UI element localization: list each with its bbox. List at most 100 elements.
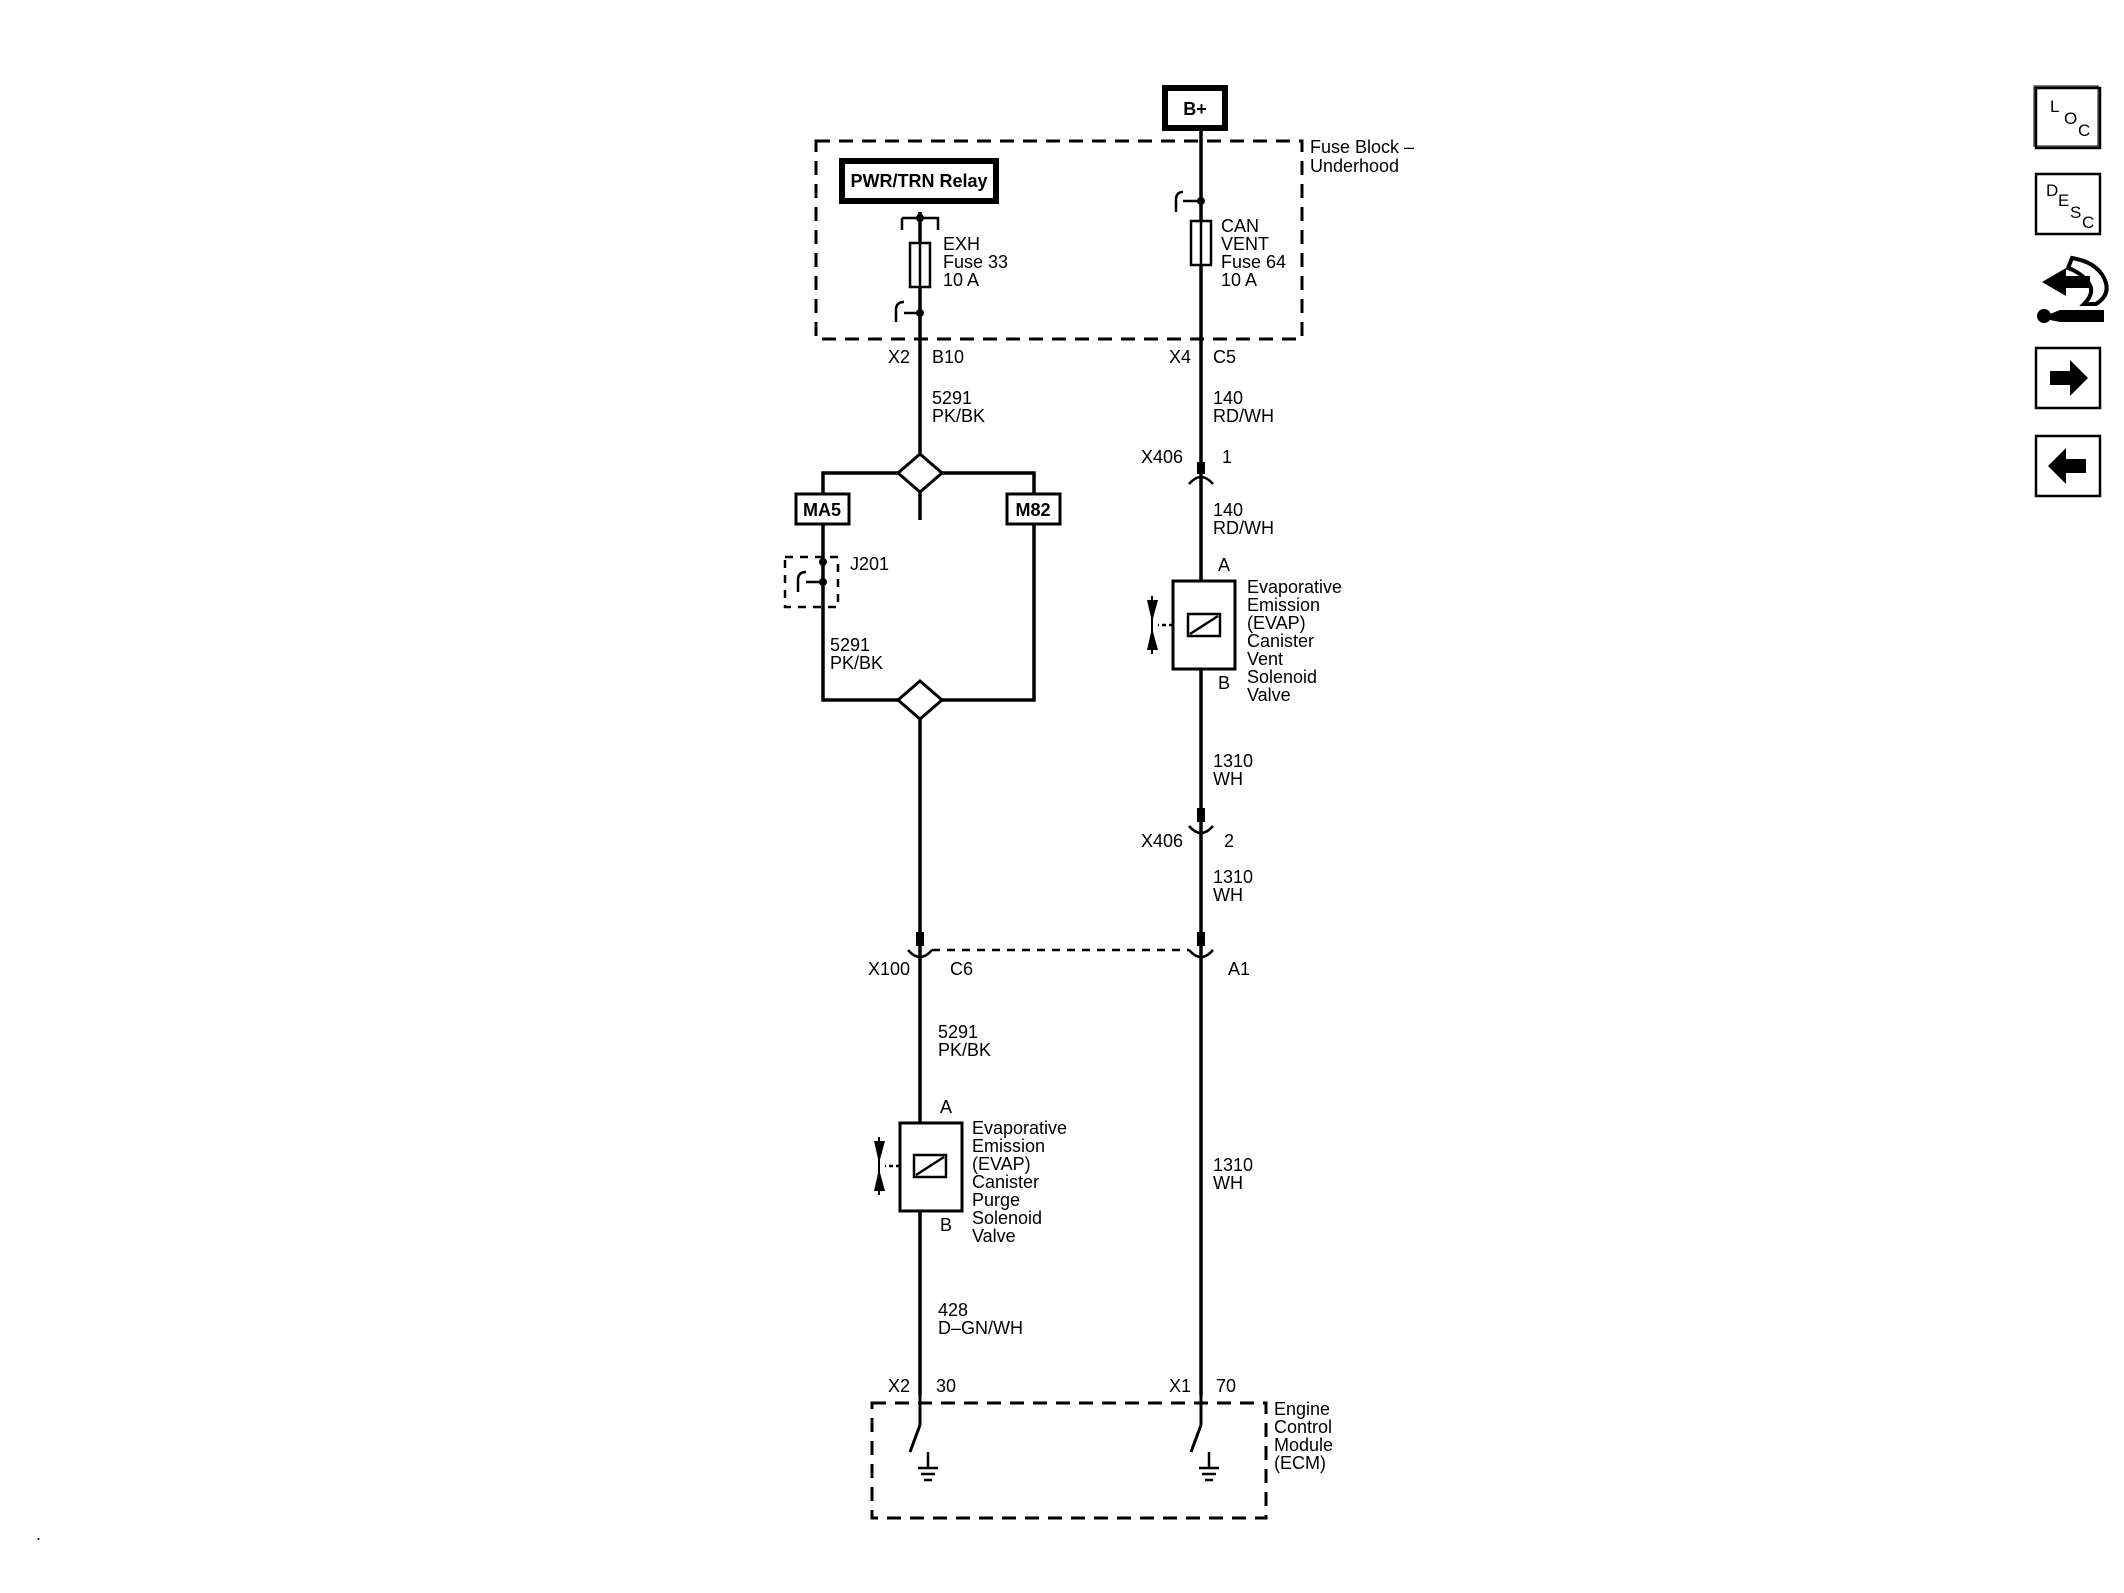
wire-5291-top-color: PK/BK [932,406,985,426]
connector-b10: B10 [932,347,964,367]
wire-1310-c-color: WH [1213,1173,1243,1193]
desc-button[interactable]: D E S C [2034,172,2102,236]
svg-text:Solenoid: Solenoid [972,1208,1042,1228]
ecm-connector-x1: X1 [1169,1376,1191,1396]
svg-text:Module: Module [1274,1435,1333,1455]
ecm-driver-right [1189,1395,1219,1482]
ecm-pin-70: 70 [1216,1376,1236,1396]
fuse-exh-number: Fuse 33 [943,252,1008,272]
svg-text:O: O [2064,109,2077,128]
wire-1310-a-circuit: 1310 [1213,751,1253,771]
fuse-exh-label: EXH [943,234,980,254]
connector-x2: X2 [888,347,910,367]
connector-x406-pin1 [1188,462,1214,485]
svg-text:Emission: Emission [972,1136,1045,1156]
svg-text:(EVAP): (EVAP) [1247,613,1306,633]
connector-x406-pin2 [1188,808,1214,835]
connector-c5: C5 [1213,347,1236,367]
pwr-trn-relay: PWR/TRN Relay [839,158,999,204]
wire-428-circuit: 428 [938,1300,968,1320]
svg-text:Evaporative: Evaporative [1247,577,1342,597]
next-arrow-button[interactable] [2034,346,2102,410]
fuse-exh-terminal [894,300,920,322]
b-plus-label: B+ [1183,99,1207,119]
wire-140-top-color: RD/WH [1213,406,1274,426]
connector-a1: A1 [1228,959,1250,979]
svg-text:(ECM): (ECM) [1274,1453,1326,1473]
ecm-outline [870,1401,1268,1520]
purge-valve-label: Evaporative Emission (EVAP) Canister Pur… [972,1118,1067,1246]
fuse-block-outline [814,139,1304,341]
svg-text:C: C [2082,213,2094,232]
svg-text:M82: M82 [1015,500,1050,520]
fuse-block-name: Fuse Block – [1310,137,1414,157]
splice-j201: J201 [783,554,889,609]
connector-x406-a: X406 [1141,447,1183,467]
evap-vent-solenoid [1147,579,1237,671]
vent-valve-label: Evaporative Emission (EVAP) Canister Ven… [1247,577,1342,705]
fuse-can-label: CAN [1221,216,1259,236]
left-arrow-icon [2048,448,2086,484]
ecm-pin-30: 30 [936,1376,956,1396]
fuse-block-name-2: Underhood [1310,156,1399,176]
relay-contact-bracket [900,216,940,230]
fuse-can-number: Fuse 64 [1221,252,1286,272]
svg-text:Canister: Canister [972,1172,1039,1192]
b-plus-terminal: B+ [1162,85,1228,131]
relay-node [916,214,924,222]
stray-dot: . [36,1524,41,1544]
fuse-can-label-2: VENT [1221,234,1269,254]
svg-text:Solenoid: Solenoid [1247,667,1317,687]
svg-text:Valve: Valve [1247,685,1291,705]
svg-text:D: D [2046,181,2058,200]
svg-text:Emission: Emission [1247,595,1320,615]
wire-5291-loop-color: PK/BK [830,653,883,673]
wire-5291-top-circuit: 5291 [932,388,972,408]
wire-5291-bot-circuit: 5291 [938,1022,978,1042]
svg-text:Valve: Valve [972,1226,1016,1246]
wire-140-top-circuit: 140 [1213,388,1243,408]
svg-text:Engine: Engine [1274,1399,1330,1419]
svg-text:Purge: Purge [972,1190,1020,1210]
purge-pin-a: A [940,1097,952,1117]
ecm-connector-x2: X2 [888,1376,910,1396]
connector-c6: C6 [950,959,973,979]
wire-1310-a-color: WH [1213,769,1243,789]
connector-tool-icon[interactable] [2037,255,2109,323]
wire-1310-b-color: WH [1213,885,1243,905]
svg-text:S: S [2070,203,2081,222]
evap-purge-solenoid [874,1121,964,1213]
wire-5291-bot-color: PK/BK [938,1040,991,1060]
svg-text:L: L [2050,97,2059,116]
svg-text:J201: J201 [850,554,889,574]
wire-5291-loop-circuit: 5291 [830,635,870,655]
splice-m82: M82 [1005,492,1062,526]
svg-text:MA5: MA5 [803,500,841,520]
ecm-driver-left [908,1395,938,1482]
wire-1310-c-circuit: 1310 [1213,1155,1253,1175]
wire-140-mid-color: RD/WH [1213,518,1274,538]
previous-arrow-button[interactable] [2034,434,2102,498]
connector-x100 [907,932,1214,959]
wire-1310-b-circuit: 1310 [1213,867,1253,887]
vent-pin-b: B [1218,673,1230,693]
splice-ma5: MA5 [794,492,851,526]
purge-pin-b: B [940,1215,952,1235]
connector-x406-pin-1: 1 [1222,447,1232,467]
svg-text:Evaporative: Evaporative [972,1118,1067,1138]
svg-text:Control: Control [1274,1417,1332,1437]
svg-text:(EVAP): (EVAP) [972,1154,1031,1174]
svg-text:Canister: Canister [1247,631,1314,651]
ecm-label: Engine Control Module (ECM) [1274,1399,1333,1473]
svg-text:E: E [2058,191,2069,210]
wire-428-color: D–GN/WH [938,1318,1023,1338]
vent-pin-a: A [1218,555,1230,575]
connector-x100-label: X100 [868,959,910,979]
right-arrow-icon [2050,360,2088,396]
connector-x406-pin-2: 2 [1224,831,1234,851]
connector-x406-b: X406 [1141,831,1183,851]
relay-label: PWR/TRN Relay [850,171,987,191]
loc-button[interactable]: L O C [2033,85,2102,150]
connector-x4: X4 [1169,347,1191,367]
